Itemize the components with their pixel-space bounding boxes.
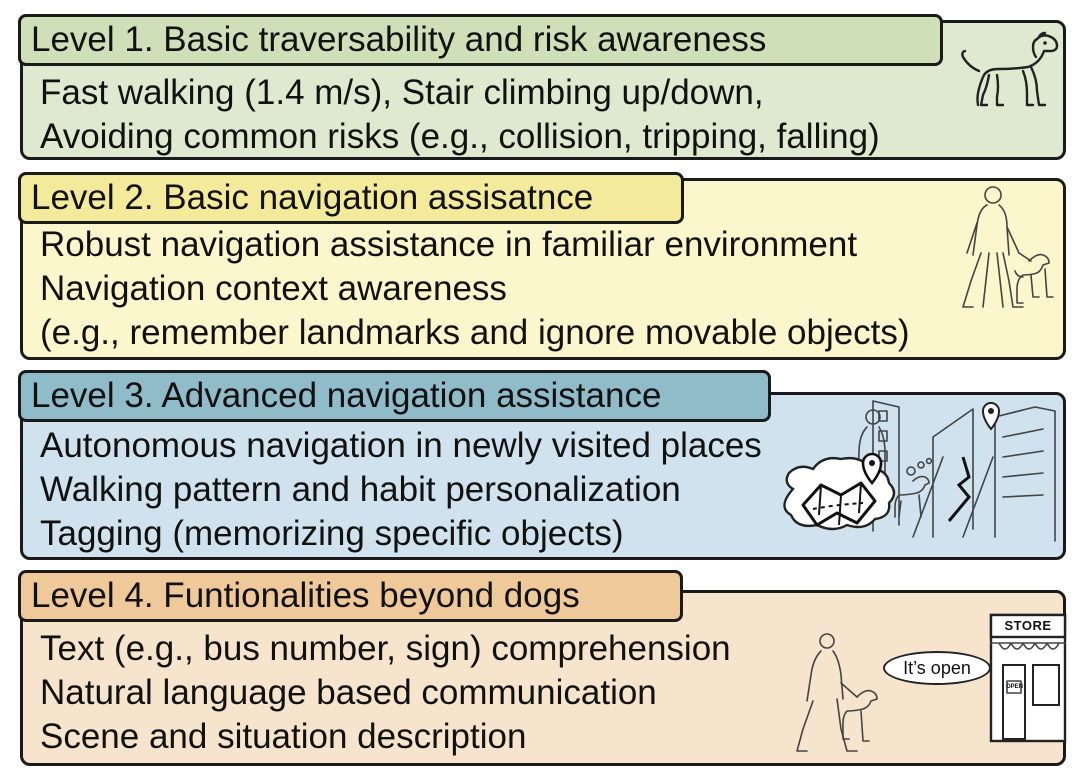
level-1-line-1: Fast walking (1.4 m/s), Stair climbing u…: [40, 73, 764, 112]
level-4-line-1: Text (e.g., bus number, sign) comprehens…: [40, 629, 731, 668]
level-2-line-2: Navigation context awareness: [40, 269, 507, 308]
level-4-line-3: Scene and situation description: [40, 717, 527, 756]
door-open-sign: OPEN: [1006, 684, 1024, 690]
level-2-line-3: (e.g., remember landmarks and ignore mov…: [40, 313, 910, 352]
level-4-panel: Level 4. Funtionalities beyond dogs Text…: [18, 570, 1067, 766]
level-2-title: Level 2. Basic navigation assisatnce: [18, 172, 684, 224]
level-3-panel: Level 3. Advanced navigation assistance …: [18, 370, 1066, 560]
dog-icon: [953, 27, 1063, 111]
level-1-body: Fast walking (1.4 m/s), Stair climbing u…: [40, 71, 880, 159]
speech-bubble: It’s open: [883, 651, 991, 685]
level-1-line-2: Avoiding common risks (e.g., collision, …: [40, 117, 880, 156]
level-2-body: Robust navigation assistance in familiar…: [40, 223, 910, 355]
level-3-line-1: Autonomous navigation in newly visited p…: [40, 426, 762, 465]
store-sign-text: STORE: [1004, 618, 1052, 633]
city-navigation-icon: [763, 397, 1063, 555]
level-1-panel: Level 1. Basic traversability and risk a…: [18, 14, 1066, 160]
level-3-body: Autonomous navigation in newly visited p…: [40, 424, 762, 556]
store-communication-icon: STORE OPEN It’s open: [793, 611, 1067, 761]
level-4-title: Level 4. Funtionalities beyond dogs: [18, 570, 683, 622]
level-2-panel: Level 2. Basic navigation assisatnce Rob…: [18, 172, 1066, 360]
level-1-title: Level 1. Basic traversability and risk a…: [18, 14, 943, 66]
level-3-line-3: Tagging (memorizing specific objects): [40, 514, 624, 553]
level-3-title: Level 3. Advanced navigation assistance: [18, 370, 771, 422]
level-4-body: Text (e.g., bus number, sign) comprehens…: [40, 627, 731, 759]
level-2-line-1: Robust navigation assistance in familiar…: [40, 225, 858, 264]
person-with-guide-dog-icon: [959, 183, 1059, 311]
level-3-line-2: Walking pattern and habit personalizatio…: [40, 470, 681, 509]
level-4-line-2: Natural language based communication: [40, 673, 657, 712]
